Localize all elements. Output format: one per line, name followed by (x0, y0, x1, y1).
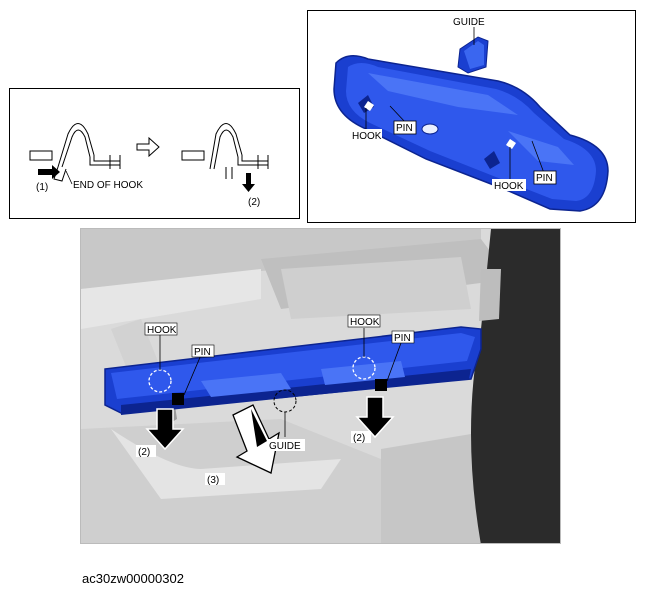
hook-detail-panel: (1) END OF HOOK (2) (9, 88, 300, 219)
hook-left-marker (364, 101, 374, 111)
hook-detail-drawing: (1) END OF HOOK (2) (29, 123, 269, 208)
pin-left-label: PIN (194, 347, 211, 358)
right-arrow-icon (136, 136, 160, 158)
guide-label: GUIDE (269, 441, 301, 452)
pin-left-square (172, 393, 184, 405)
hook-left-label: HOOK (147, 325, 177, 336)
down-arrow-icon (242, 173, 255, 192)
hook-right-label: HOOK (350, 317, 380, 328)
step-1-label: (1) (36, 182, 48, 193)
down-arrow-left-icon (145, 408, 185, 451)
step-2-left-label: (2) (138, 447, 150, 458)
step-2-label: (2) (248, 197, 260, 208)
pin-hole (421, 123, 439, 135)
step-2-right-label: (2) (353, 433, 365, 444)
main-view-panel: HOOK PIN HOOK PIN GUIDE (2) (3) (2) (80, 228, 561, 544)
top-view-panel: GUIDE HOOK PIN HOOK PIN (307, 10, 636, 223)
end-of-hook-label: END OF HOOK (73, 180, 143, 191)
hook-right-label: HOOK (494, 181, 524, 192)
pin-right-label: PIN (536, 173, 553, 184)
down-arrow-right-icon (355, 396, 395, 439)
pin-left-label: PIN (396, 123, 413, 134)
figure-code: ac30zw00000302 (82, 571, 184, 586)
hook-left-label: HOOK (352, 131, 382, 142)
push-arrow-icon (38, 165, 60, 179)
main-view-drawing: HOOK PIN HOOK PIN GUIDE (2) (3) (2) (81, 229, 560, 543)
pin-right-square (375, 379, 387, 391)
hook-after (181, 123, 269, 179)
pin-right-label: PIN (394, 333, 411, 344)
hook-right-marker (506, 139, 516, 149)
step-3-label: (3) (207, 475, 219, 486)
top-view-drawing: GUIDE HOOK PIN HOOK PIN (333, 15, 609, 212)
guide-label: GUIDE (453, 17, 485, 28)
